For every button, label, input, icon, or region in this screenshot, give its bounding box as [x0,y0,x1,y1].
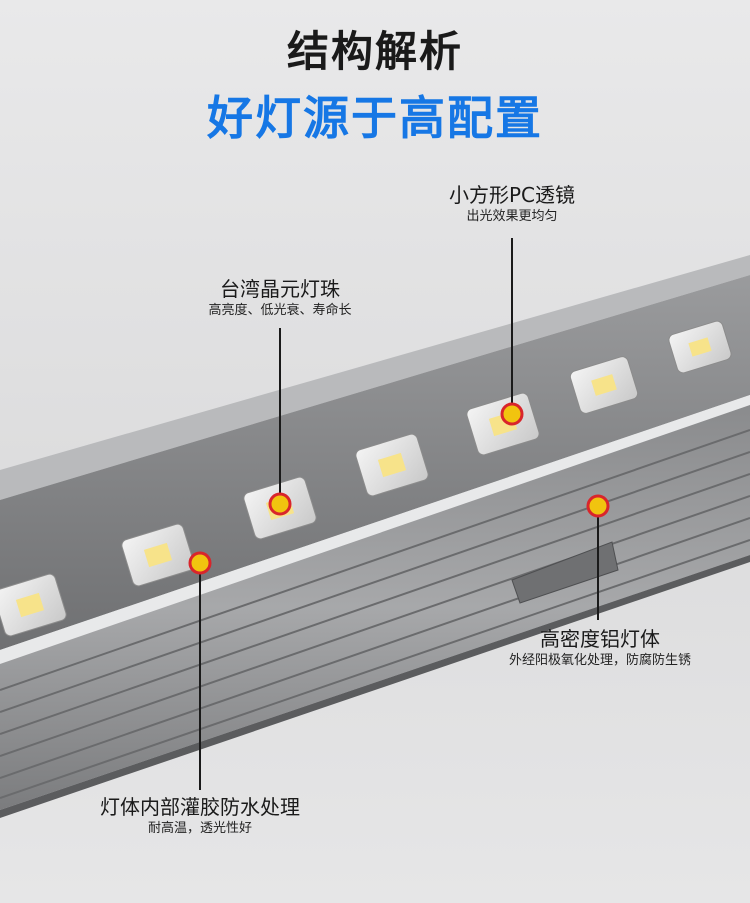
lens [668,320,732,374]
lens-array [0,320,732,637]
lens [355,433,429,497]
callout-potting: 灯体内部灌胶防水处理 耐高温，透光性好 [60,794,340,838]
callout-housing: 高密度铝灯体 外经阳极氧化处理，防腐防生锈 [470,626,730,670]
callout-lens: 小方形PC透镜 出光效果更均匀 [402,182,622,226]
callout-led: 台湾晶元灯珠 高亮度、低光衰、寿命长 [160,276,400,320]
callout-housing-desc: 外经阳极氧化处理，防腐防生锈 [508,653,691,668]
callout-potting-title: 灯体内部灌胶防水处理 [100,795,300,819]
mounting-clip [511,541,619,604]
callout-led-title: 台湾晶元灯珠 [220,277,340,301]
housing-top-edge [0,255,750,500]
markers [188,402,610,575]
callout-potting-desc: 耐高温，透光性好 [147,821,252,836]
callout-lens-desc: 出光效果更均匀 [466,209,558,224]
callout-lens-title: 小方形PC透镜 [448,183,576,207]
callout-housing-title: 高密度铝灯体 [540,627,660,651]
housing-side-face [0,405,750,810]
lens [0,573,67,637]
marker-potting [188,551,212,575]
marker-housing [586,494,610,518]
housing-bottom-edge [0,555,750,818]
marker-lens [500,402,524,426]
lens [121,523,195,587]
marker-led [268,492,292,516]
lens [569,356,639,414]
section-subtitle: 好灯源于高配置 [207,91,543,145]
callout-led-desc: 高亮度、低光衰、寿命长 [208,303,352,318]
housing-highlight-rail [0,395,750,664]
section-title: 结构解析 [286,27,463,76]
housing-ribs [0,429,750,799]
leader-lines [199,238,599,790]
